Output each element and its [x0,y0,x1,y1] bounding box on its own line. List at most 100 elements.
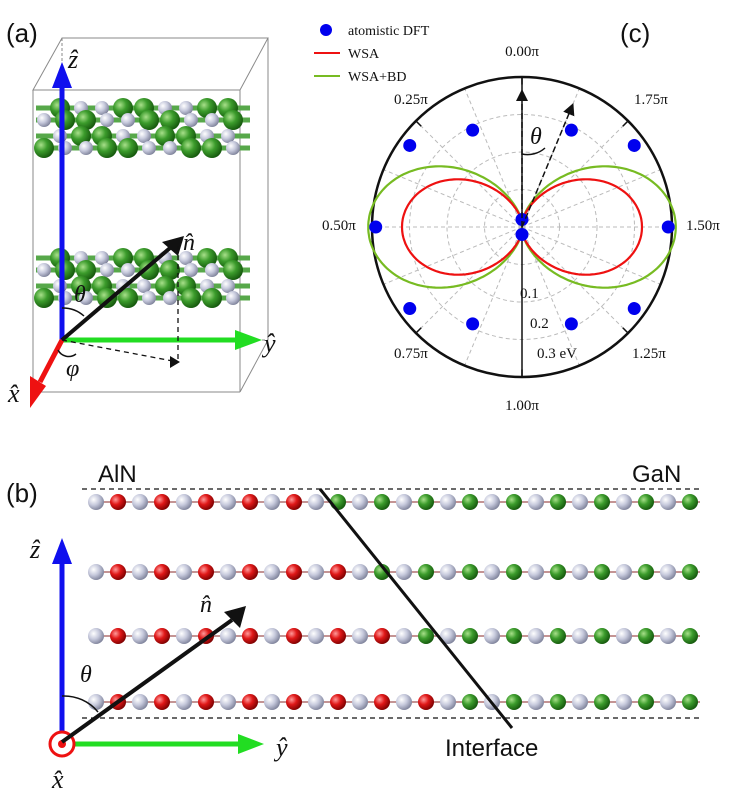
aluminum-atom [286,494,302,510]
n-vector-arrow-b [60,606,246,744]
gallium-atom [97,288,117,308]
nitrogen-atom [528,564,544,580]
aluminum-atom [198,694,214,710]
gallium-atom [34,288,54,308]
aluminum-atom [286,628,302,644]
gallium-atom [330,494,346,510]
polar-grid-spoke [521,169,661,228]
nitrogen-atom [264,494,280,510]
gallium-atom [118,138,138,158]
gallium-atom [506,628,522,644]
theta-label-a: θ [74,282,86,308]
gallium-atom [139,260,159,280]
radial-label-0-2: 0.2 [530,316,549,332]
y-axis-arrow-b [74,734,264,754]
gallium-atom [594,494,610,510]
nitrogen-atom [352,628,368,644]
theta-arc-b [61,695,99,713]
x-axis-arrow [30,338,65,408]
aluminum-atom [330,628,346,644]
angle-label-bottom: 1.00π [505,398,539,414]
gallium-atom [181,288,201,308]
nitrogen-atom [308,628,324,644]
nitrogen-atom [79,291,93,305]
interface-line [318,488,514,729]
gallium-atom [181,138,201,158]
gallium-atom [594,564,610,580]
atomic-sheet [36,248,250,280]
aluminum-atom [330,564,346,580]
nitrogen-atom [264,694,280,710]
aluminum-atom [198,494,214,510]
nitrogen-atom [528,694,544,710]
phi-arc [57,349,77,358]
nitrogen-atom [121,113,135,127]
aluminum-atom [374,694,390,710]
nitrogen-atom [220,494,236,510]
nitrogen-atom [484,494,500,510]
y-axis-label: ŷ [261,329,276,358]
nitrogen-atom [220,694,236,710]
z-axis-label-b: ẑ [29,535,41,564]
gallium-atom [506,564,522,580]
dft-data-point [564,317,578,331]
legend-label-wsa: WSA [348,47,380,62]
gallium-atom [638,494,654,510]
aluminum-atom [110,494,126,510]
aluminum-atom [110,564,126,580]
nitrogen-atom [264,628,280,644]
nitrogen-atom [308,494,324,510]
nitrogen-atom [396,628,412,644]
nitrogen-atom [132,494,148,510]
nitrogen-atom [396,694,412,710]
x-axis-label-b: x̂ [51,765,64,794]
gallium-atom [506,494,522,510]
dft-data-point [369,220,383,234]
n-direction-arrow [521,102,575,228]
gallium-atom [97,138,117,158]
x-axis-label: x̂ [7,379,20,408]
atom-chain [88,694,700,710]
nitrogen-atom [179,101,193,115]
atomic-sheet [34,276,250,308]
gallium-atom [462,494,478,510]
aluminum-atom [418,694,434,710]
aluminum-atom [286,694,302,710]
aluminum-atom [242,564,258,580]
gallium-atom [160,260,180,280]
nitrogen-atom [142,291,156,305]
aluminum-atom [286,564,302,580]
nitrogen-atom [308,564,324,580]
polar-grid-spoke [521,226,629,334]
nitrogen-atom [226,141,240,155]
nitrogen-atom [440,694,456,710]
atom-chains [88,494,700,710]
gallium-atom [682,494,698,510]
panel-b-label: (b) [6,478,38,508]
angle-label-left: 0.50π [322,218,356,234]
nitrogen-atom [660,628,676,644]
polar-grid-spoke [521,226,661,285]
nitrogen-atom [616,564,632,580]
nitrogen-atom [121,263,135,277]
material-label-aln: AlN [98,461,137,488]
legend-label-wsa-bd: WSA+BD [348,70,406,85]
polar-grid-spoke [415,226,523,334]
aluminum-atom [154,628,170,644]
gallium-atom [594,628,610,644]
gallium-atom [682,628,698,644]
nitrogen-atom [88,628,104,644]
nitrogen-atom [132,564,148,580]
nitrogen-atom [352,564,368,580]
panel-a: (a) ẑ ŷ [6,18,276,408]
polar-grid-spoke [383,226,523,285]
gallium-atom [682,564,698,580]
nitrogen-atom [100,113,114,127]
dft-data-point [515,213,529,226]
gallium-atom [550,564,566,580]
polar-tick [622,120,629,127]
nitrogen-atom [179,251,193,265]
theta-label-c: θ [530,124,542,150]
angle-label-right: 1.50π [686,218,720,234]
legend: atomistic DFT WSA WSA+BD [314,24,430,85]
